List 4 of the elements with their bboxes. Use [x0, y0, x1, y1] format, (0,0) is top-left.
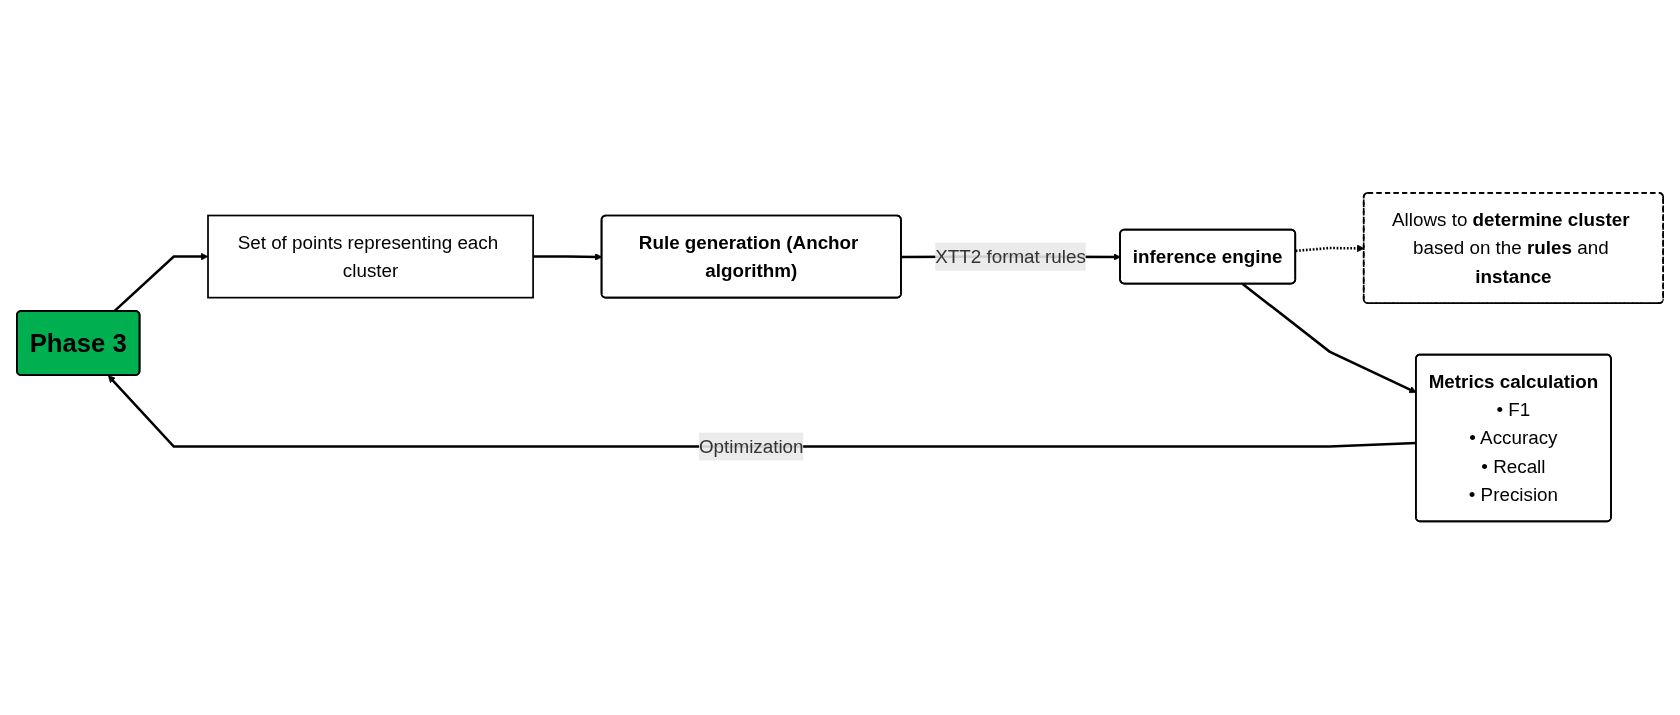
edge-label: Optimization — [698, 436, 804, 458]
arrow — [113, 253, 209, 313]
node-box: Set of points representing each cluster — [207, 215, 534, 299]
edge-label: XTT2 format rules — [935, 246, 1086, 268]
